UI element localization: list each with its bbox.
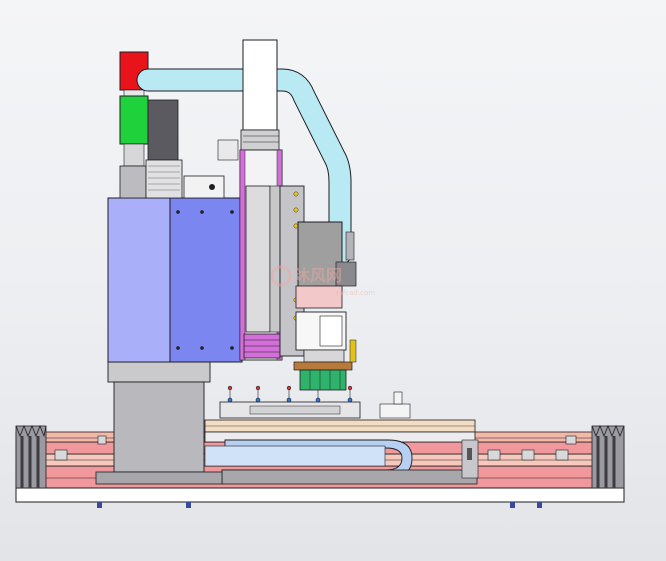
servo-motor-unit — [145, 99, 225, 199]
rail-blocks — [54, 435, 577, 461]
air-duct — [136, 68, 352, 266]
leveling-feet — [97, 502, 542, 508]
work-table — [204, 391, 476, 443]
spindle-head — [293, 221, 357, 391]
watermark-logo-icon — [270, 265, 292, 287]
watermark-domain: mfcad.com — [336, 289, 375, 297]
cable-chain — [204, 439, 479, 485]
right-bellows-cover — [591, 424, 625, 489]
gripper-chuck — [299, 369, 347, 391]
z-axis-slide — [217, 139, 283, 361]
watermark-brand: 沐风网 — [294, 266, 342, 285]
fixture-pins — [227, 385, 353, 403]
signal-light-tower — [119, 51, 149, 199]
z-axis-motor — [240, 39, 280, 151]
watermark: 沐风网 mfcad.com — [270, 265, 375, 297]
main-column-housing — [107, 197, 243, 363]
left-bellows-cover — [15, 424, 47, 489]
column-pedestal — [95, 361, 223, 485]
green-light — [119, 95, 149, 145]
